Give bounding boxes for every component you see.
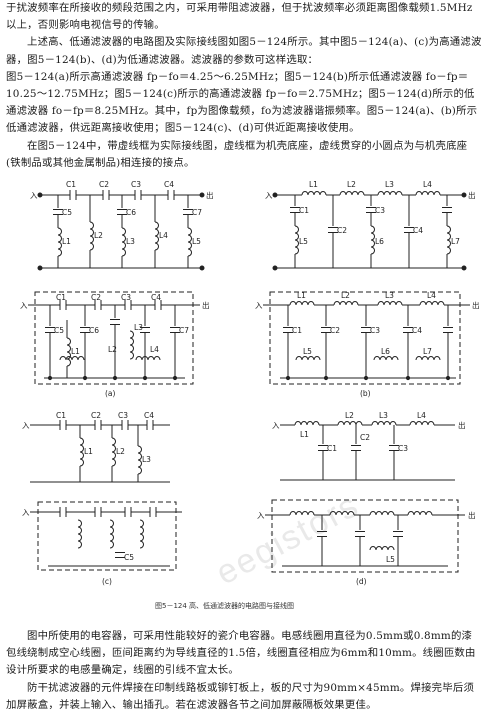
b-l5: L5 [299,237,308,246]
paragraph-5: 图中所使用的电容器，可采用性能较好的瓷介电容器。电感线圈用直径为0.5mm或0.… [6,630,476,677]
b-l6: L6 [375,237,384,246]
wa-l3: L3 [134,323,143,332]
in-label-wb: 入 [255,301,263,310]
wa-l1: L1 [71,347,80,356]
d-l4: L4 [417,411,426,420]
a-l4: L4 [159,231,168,240]
a-c4: C4 [164,180,174,189]
wb-l5: L5 [303,347,312,356]
wb-c2: C2 [330,326,340,335]
panel-label-a: (a) [105,389,116,398]
a-c5: C5 [62,208,72,217]
c-c3: C3 [118,411,128,420]
paragraph-3: 图5－124(a)所示高通滤波器 fp－fo＝4.25～6.25MHz；图5－1… [6,70,478,135]
figure-caption: 图5－124 高、低通滤波器的电路图与接线图 [155,601,294,610]
in-label-wc: 入 [22,508,30,517]
d-l2: L2 [345,411,354,420]
wa-c1: C1 [56,293,66,302]
wa-c4: C4 [151,293,161,302]
out-label-wd: 出 [468,510,476,520]
in-label-wa: 入 [20,301,28,310]
schematic-c [30,419,170,483]
out-label-b: 出 [468,190,476,200]
d-c2: C2 [360,433,370,442]
wb-l6: L6 [381,347,390,356]
wb-l4: L4 [427,291,436,300]
panel-label-b: (b) [360,389,371,398]
a-c2: C2 [99,180,109,189]
panel-label-c: (c) [102,577,112,586]
schematic-b [272,191,467,271]
wa-l2: L2 [108,345,117,354]
b-c3: C3 [375,206,385,215]
a-l2: L2 [94,231,103,240]
a-c7: C7 [192,208,202,217]
panel-label-d: (d) [356,577,367,586]
wa-c5: C5 [54,326,64,335]
a-l3: L3 [126,237,135,246]
b-c2: C2 [337,226,347,235]
wiring-d [265,499,465,573]
a-c1: C1 [66,180,76,189]
d-l5: L5 [386,555,395,564]
paragraph-1: 于扰波频率在所接收的频段范围之内，可采用带阻滤波器，但于扰波频率必须距离图像载频… [6,2,473,32]
d-l1: L1 [300,430,309,439]
in-label-d: 入 [272,421,280,430]
b-c1: C1 [299,206,309,215]
b-l1: L1 [309,180,318,189]
wb-l1: L1 [297,291,306,300]
out-label-wa: 出 [202,300,210,310]
d-c3: C3 [398,444,408,453]
wb-c3: C3 [370,326,380,335]
b-l2: L2 [347,180,356,189]
wa-l4: L4 [150,345,159,354]
wa-c2: C2 [91,293,101,302]
in-label-a: 入 [30,191,38,200]
wa-c3: C3 [121,293,131,302]
paragraph-4: 在图5－124中，带虚线框为实际接线图，虚线框为机壳底座，虚线贯穿的小圆点为与机… [6,139,468,169]
out-label-wb: 出 [472,300,480,310]
b-c4: C4 [413,226,423,235]
wb-c4: C4 [412,326,422,335]
d-l3: L3 [379,411,388,420]
out-label-a: 出 [206,190,214,200]
wa-c6: C6 [89,326,99,335]
b-l4: L4 [423,180,432,189]
wb-l3: L3 [385,291,394,300]
c-l2: L2 [116,447,125,456]
c-c5: C5 [124,553,134,562]
b-l7: L7 [451,237,460,246]
wiring-a [28,291,200,385]
a-c6: C6 [126,208,136,217]
paragraph-2: 上述高、低通滤波器的电路图及实际接线图如图5－124所示。其中图5－124(a)… [6,36,482,66]
b-l3: L3 [385,180,394,189]
c-c2: C2 [91,411,101,420]
wiring-c [30,501,182,571]
c-c4: C4 [144,411,154,420]
intro-text: 于扰波频率在所接收的频段范围之内，可采用带阻滤波器，但于扰波频率必须距离图像载频… [6,0,482,172]
wa-c7: C7 [179,326,189,335]
a-c3: C3 [131,180,141,189]
out-label-d: 出 [458,420,466,430]
wb-l7: L7 [423,347,432,356]
in-label-b: 入 [265,191,273,200]
body-text-bottom: 图中所使用的电容器，可采用性能较好的瓷介电容器。电感线圈用直径为0.5mm或0.… [6,628,482,714]
wb-c1: C1 [292,326,302,335]
a-l5: L5 [192,237,201,246]
paragraph-6: 防干扰滤波器的元件焊接在印制线路板或铆钉板上，板的尺寸为90mm×45mm。焊接… [6,681,475,711]
c-l3: L3 [142,455,151,464]
c-l1: L1 [84,447,93,456]
in-label-c: 入 [22,421,30,430]
a-l1: L1 [62,237,71,246]
d-c1: C1 [327,444,337,453]
in-label-wd: 入 [257,511,265,520]
schematic-d [280,421,455,481]
wb-l2: L2 [341,291,350,300]
c-c1: C1 [56,411,66,420]
schematic-a [37,189,205,271]
wiring-b [263,291,470,385]
